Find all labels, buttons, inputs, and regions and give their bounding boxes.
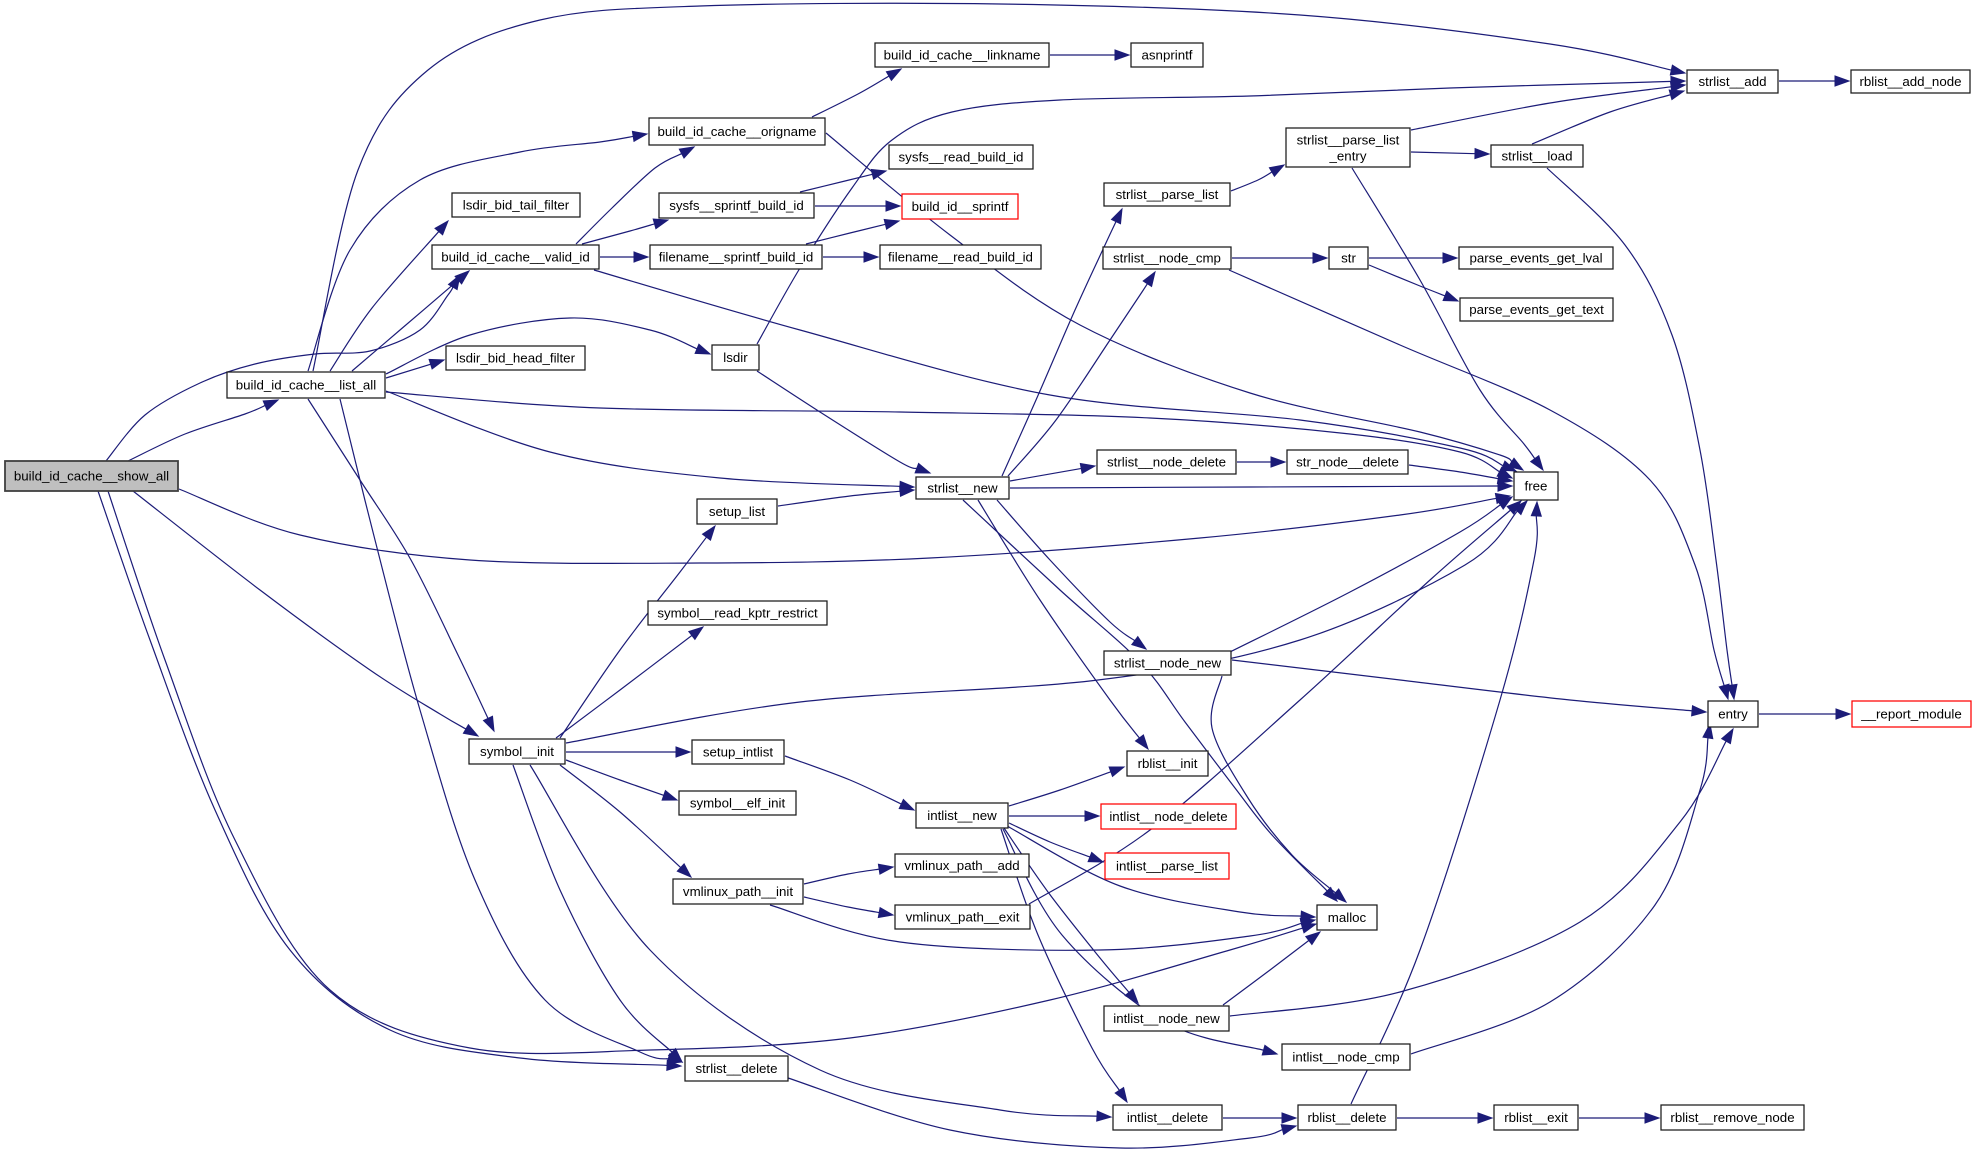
svg-text:malloc: malloc — [1328, 910, 1367, 925]
svg-text:lsdir: lsdir — [723, 350, 748, 365]
svg-text:entry: entry — [1718, 707, 1748, 722]
svg-text:rblist__exit: rblist__exit — [1504, 1110, 1568, 1125]
svg-text:filename__read_build_id: filename__read_build_id — [888, 250, 1033, 265]
svg-text:intlist__node_delete: intlist__node_delete — [1109, 809, 1227, 824]
svg-text:vmlinux_path__add: vmlinux_path__add — [904, 858, 1019, 873]
svg-text:parse_events_get_text: parse_events_get_text — [1469, 302, 1604, 317]
svg-text:rblist__remove_node: rblist__remove_node — [1670, 1110, 1794, 1125]
svg-text:symbol__init: symbol__init — [480, 744, 554, 759]
svg-text:build_id_cache__linkname: build_id_cache__linkname — [884, 48, 1041, 63]
svg-text:build_id_cache__origname: build_id_cache__origname — [658, 124, 817, 139]
svg-text:str: str — [1341, 251, 1356, 266]
svg-text:rblist__delete: rblist__delete — [1307, 1110, 1386, 1125]
svg-text:setup_intlist: setup_intlist — [703, 745, 774, 760]
svg-text:strlist__parse_list: strlist__parse_list — [1116, 187, 1219, 202]
svg-text:vmlinux_path__exit: vmlinux_path__exit — [906, 910, 1020, 925]
svg-text:strlist__node_delete: strlist__node_delete — [1107, 455, 1226, 470]
svg-text:build_id_cache__list_all: build_id_cache__list_all — [236, 378, 377, 393]
svg-text:rblist__add_node: rblist__add_node — [1859, 74, 1961, 89]
svg-text:build_id_cache__show_all: build_id_cache__show_all — [14, 469, 169, 484]
svg-text:intlist__node_cmp: intlist__node_cmp — [1292, 1050, 1399, 1065]
svg-text:intlist__new: intlist__new — [927, 808, 997, 823]
svg-text:strlist__node_cmp: strlist__node_cmp — [1113, 251, 1221, 266]
svg-text:strlist__add: strlist__add — [1699, 74, 1767, 89]
svg-text:filename__sprintf_build_id: filename__sprintf_build_id — [659, 250, 814, 265]
svg-text:build_id__sprintf: build_id__sprintf — [912, 199, 1009, 214]
svg-text:intlist__parse_list: intlist__parse_list — [1116, 859, 1218, 874]
svg-text:symbol__elf_init: symbol__elf_init — [690, 796, 786, 811]
svg-text:lsdir_bid_head_filter: lsdir_bid_head_filter — [456, 351, 576, 366]
svg-text:intlist__node_new: intlist__node_new — [1113, 1011, 1220, 1026]
svg-text:sysfs__read_build_id: sysfs__read_build_id — [899, 150, 1024, 165]
svg-text:strlist__new: strlist__new — [927, 481, 998, 496]
svg-text:parse_events_get_lval: parse_events_get_lval — [1469, 251, 1602, 266]
svg-text:str_node__delete: str_node__delete — [1296, 455, 1399, 470]
svg-text:strlist__node_new: strlist__node_new — [1114, 656, 1222, 671]
svg-text:build_id_cache__valid_id: build_id_cache__valid_id — [441, 250, 590, 265]
svg-text:vmlinux_path__init: vmlinux_path__init — [683, 884, 793, 899]
svg-text:intlist__delete: intlist__delete — [1127, 1110, 1208, 1125]
svg-text:sysfs__sprintf_build_id: sysfs__sprintf_build_id — [669, 198, 804, 213]
svg-text:free: free — [1525, 479, 1548, 494]
svg-text:__report_module: __report_module — [1860, 707, 1962, 722]
svg-text:setup_list: setup_list — [709, 504, 765, 519]
svg-text:lsdir_bid_tail_filter: lsdir_bid_tail_filter — [463, 198, 570, 213]
svg-text:asnprintf: asnprintf — [1142, 48, 1193, 63]
svg-text:strlist__delete: strlist__delete — [695, 1061, 777, 1076]
svg-text:strlist__load: strlist__load — [1502, 149, 1573, 164]
svg-text:symbol__read_kptr_restrict: symbol__read_kptr_restrict — [657, 606, 818, 621]
svg-text:strlist__parse_list: strlist__parse_list — [1297, 133, 1400, 148]
svg-text:_entry: _entry — [1329, 149, 1367, 164]
svg-text:rblist__init: rblist__init — [1138, 756, 1198, 771]
